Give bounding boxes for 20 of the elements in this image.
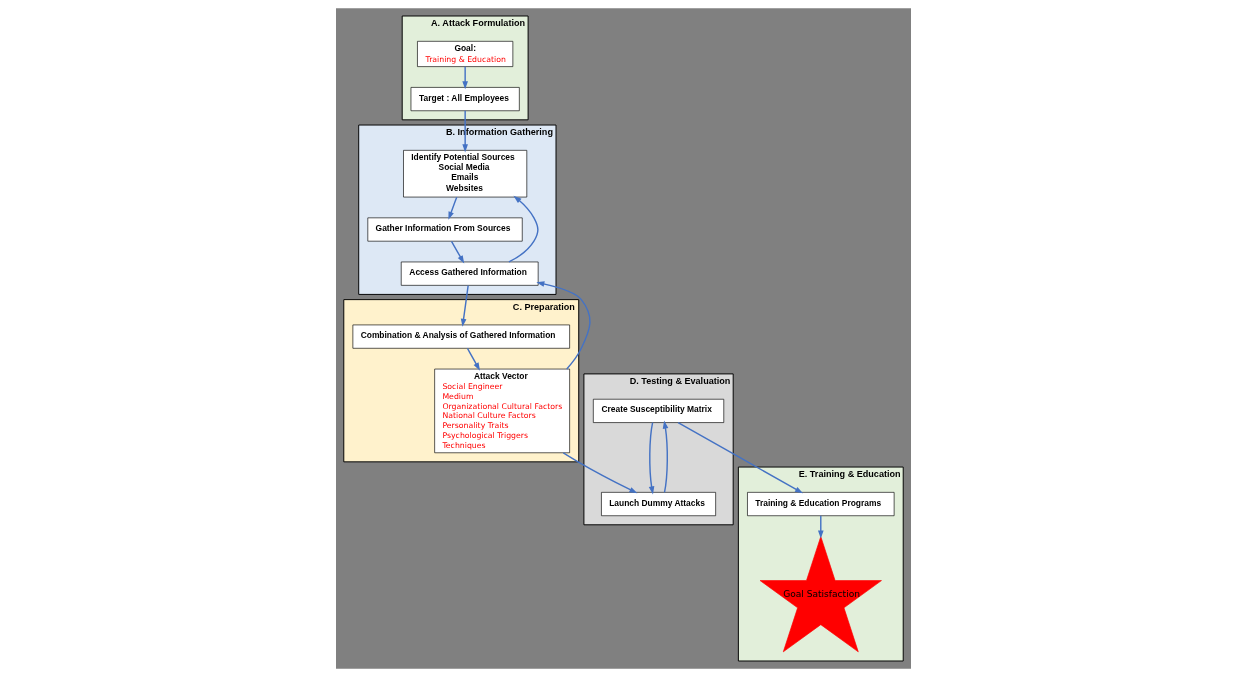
arrow: [562, 452, 638, 494]
arrow: [466, 347, 481, 371]
arrow: [648, 421, 655, 495]
node-box: Access Gathered Information: [400, 261, 539, 286]
node-box: Gather Information From Sources: [367, 217, 523, 242]
arrow: [448, 196, 458, 220]
node-box: Identify Potential Sources Social Media Emails Websites: [403, 150, 528, 198]
arrow: [817, 515, 824, 539]
node-box: Training & Education Programs: [747, 492, 895, 517]
arrow: [460, 284, 469, 327]
arrow: [462, 66, 468, 90]
arrow: [462, 110, 468, 153]
node-box: Create Susceptibility Matrix: [593, 398, 725, 423]
arrow: [536, 281, 591, 370]
arrow: [677, 421, 804, 494]
node-box: Target : All Employees: [410, 87, 520, 112]
arrow: [450, 240, 465, 264]
arrow: [662, 420, 669, 493]
node-box: Combination & Analysis of Gathered Information: [352, 324, 570, 349]
node-box: Launch Dummy Attacks: [601, 492, 716, 517]
